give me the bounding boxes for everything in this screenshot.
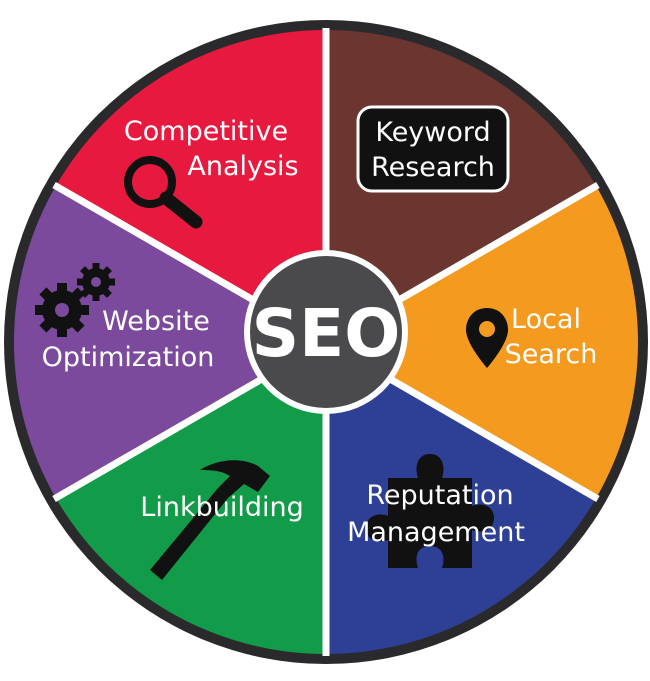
website-label-line2: Optimization <box>42 342 215 373</box>
center-label: SEO <box>252 295 401 372</box>
hammer-icon <box>150 460 270 580</box>
local-label-line1: Local <box>511 304 581 335</box>
map-pin-icon <box>466 308 508 368</box>
center-core <box>250 256 402 408</box>
local-label-line2: Search <box>505 339 598 370</box>
gears-icon <box>35 263 115 337</box>
website-label-line1: Website <box>102 306 210 337</box>
competitive-label-line1: Competitive <box>124 116 288 147</box>
segment-linkbuilding <box>55 342 326 654</box>
keyword-label-line1: Keyword <box>375 117 490 148</box>
segment-competitive <box>55 30 326 342</box>
competitive-label-line2: Analysis <box>187 151 298 182</box>
reputation-label-line2: Management <box>347 517 525 548</box>
linkbuilding-label: Linkbuilding <box>140 492 303 523</box>
segment-website <box>13 186 326 498</box>
puzzle-piece-icon <box>366 454 494 568</box>
magnifier-icon <box>124 156 203 229</box>
keyword-box-frame <box>356 105 510 193</box>
reputation-label-line1: Reputation <box>366 480 513 511</box>
keyword-label-line2: Research <box>371 152 495 183</box>
